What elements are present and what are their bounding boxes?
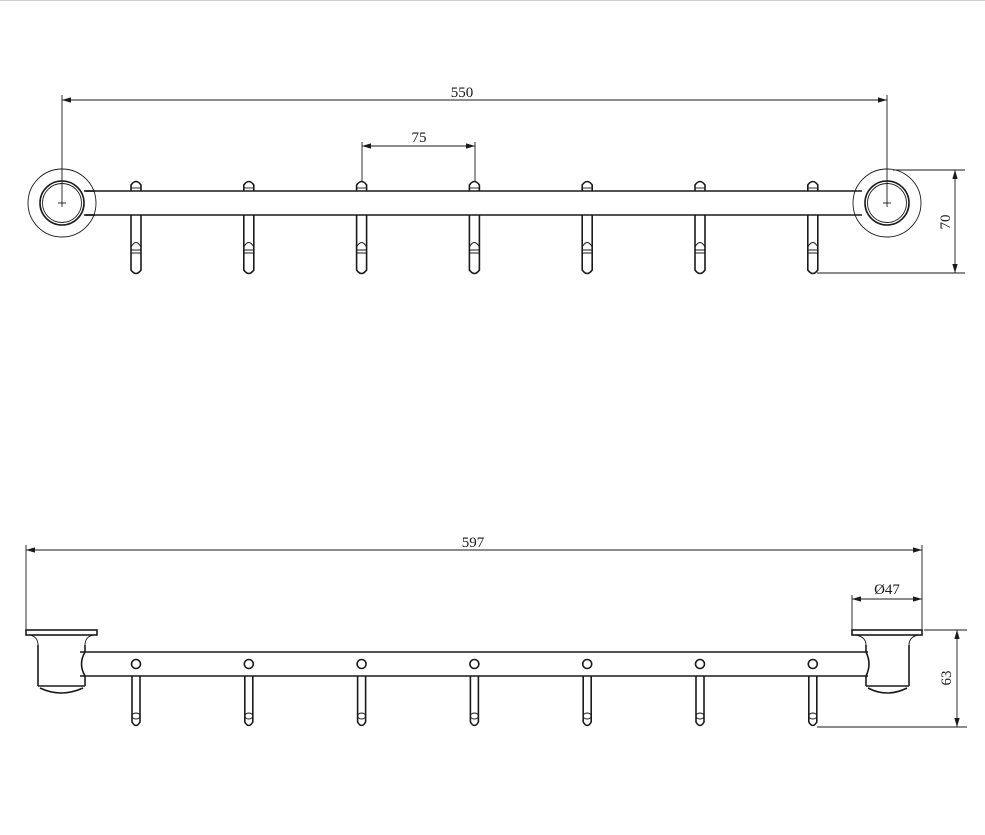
hook (694, 180, 706, 275)
hook (807, 658, 819, 727)
dimension-63: 63 (939, 671, 955, 686)
hook (356, 658, 367, 727)
left-mount (25, 629, 98, 694)
dimension-550: 550 (451, 85, 474, 101)
dimension-597: 597 (462, 535, 485, 551)
hook (355, 180, 368, 275)
dimension-75: 75 (412, 130, 427, 146)
top-hooks (130, 180, 819, 275)
hook (468, 180, 481, 275)
right-mount (851, 629, 923, 694)
hook (130, 180, 142, 275)
dimension-70: 70 (938, 215, 954, 230)
front-hooks (130, 658, 819, 727)
hook (807, 180, 819, 275)
dimension-diameter-47: Ø47 (874, 582, 900, 598)
top-border (0, 0, 985, 1)
hook (694, 658, 706, 727)
hook (243, 180, 255, 275)
hook (243, 658, 255, 727)
front-view: 597 Ø47 63 (25, 535, 967, 728)
hook (581, 180, 593, 275)
hook (469, 658, 480, 727)
hook (130, 658, 142, 727)
hook (581, 658, 593, 727)
top-view: 550 75 70 (27, 85, 965, 275)
